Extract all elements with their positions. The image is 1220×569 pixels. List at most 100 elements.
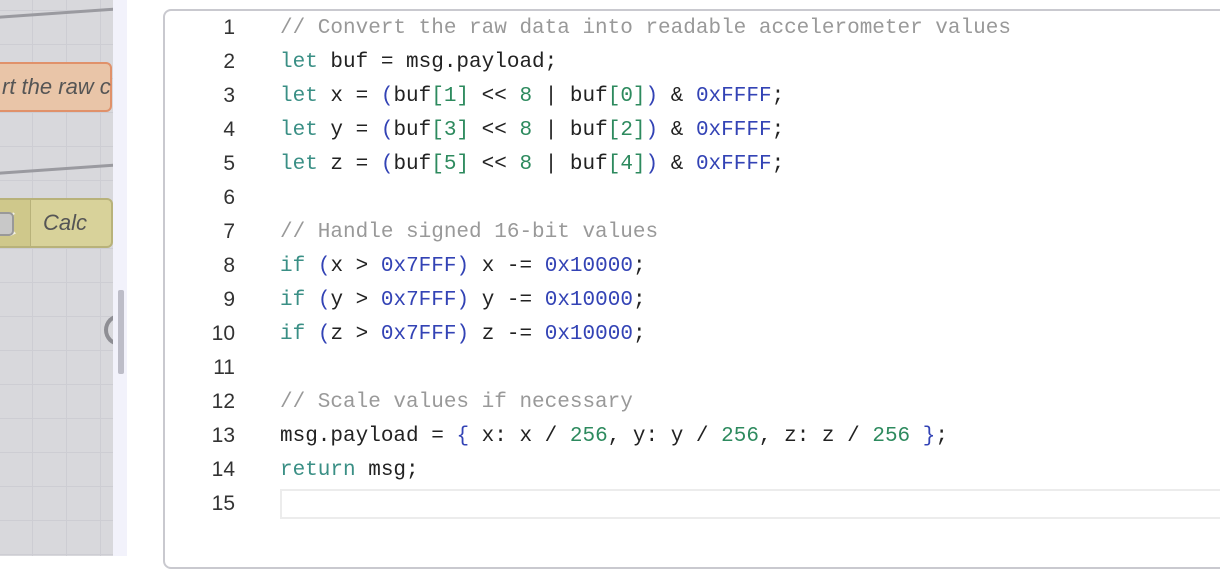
code-token-plain: buf xyxy=(393,152,432,176)
panel-divider[interactable] xyxy=(113,0,127,556)
line-number: 9 xyxy=(223,288,235,311)
line-number: 8 xyxy=(223,254,235,277)
code-token-hex: 0x7FFF xyxy=(380,254,457,278)
code-token-plain: x -= xyxy=(469,254,545,278)
code-token-kw: let xyxy=(280,50,318,74)
node-input-port[interactable] xyxy=(0,212,14,236)
code-token-kw: let xyxy=(280,152,318,176)
code-token-hex: 0x10000 xyxy=(544,254,633,278)
code-text: if (z > 0x7FFF) z -= 0x10000; xyxy=(280,323,646,346)
code-token-comment: // Convert the raw data into readable ac… xyxy=(280,16,1011,40)
flow-wire xyxy=(0,163,113,175)
code-token-num: 256 xyxy=(569,424,608,448)
code-token-num: 8 xyxy=(519,84,533,108)
line-number: 4 xyxy=(223,118,235,141)
code-token-plain: ; xyxy=(771,84,785,108)
code-text: if (x > 0x7FFF) x -= 0x10000; xyxy=(280,255,646,278)
code-text: // Convert the raw data into readable ac… xyxy=(280,17,1011,40)
code-token-plain: z = xyxy=(317,152,381,176)
code-token-plain: << xyxy=(469,118,520,142)
code-token-num: [3] xyxy=(431,118,470,142)
code-line[interactable]: 8 if (x > 0x7FFF) x -= 0x10000; xyxy=(165,249,1220,283)
code-token-plain: ; xyxy=(771,118,785,142)
node-port[interactable] xyxy=(104,314,113,346)
code-line[interactable]: 6 xyxy=(165,181,1220,215)
code-token-plain: buf = msg.payload; xyxy=(317,50,558,74)
code-token-num: 8 xyxy=(519,118,533,142)
code-token-plain: y -= xyxy=(469,288,545,312)
code-editor[interactable]: 1// Convert the raw data into readable a… xyxy=(163,9,1220,569)
code-token-num: [0] xyxy=(607,84,646,108)
code-token-plain: buf xyxy=(393,84,432,108)
code-token-paren: ) xyxy=(645,84,659,108)
code-token-paren: ( xyxy=(317,322,331,346)
code-token-paren: ( xyxy=(317,288,331,312)
line-number: 5 xyxy=(223,152,235,175)
code-token-plain: & xyxy=(658,118,696,142)
code-line[interactable]: 4 let y = (buf[3] << 8 | buf[2]) & 0xFFFF… xyxy=(165,113,1220,147)
change-node[interactable]: Calc xyxy=(0,198,113,248)
code-token-kw: if xyxy=(280,322,306,346)
code-token-plain: msg.payload = xyxy=(280,424,457,448)
code-token-plain: y = xyxy=(317,118,381,142)
code-token-plain: & xyxy=(658,152,696,176)
code-token-plain xyxy=(305,255,318,278)
code-token-kw: if xyxy=(280,288,306,312)
line-number: 12 xyxy=(211,390,235,413)
code-token-plain: x: x / xyxy=(469,424,570,448)
code-token-num: 256 xyxy=(721,424,759,448)
code-token-hex: 0xFFFF xyxy=(695,118,772,142)
code-token-hex: 0x7FFF xyxy=(380,322,457,346)
code-text: return msg; xyxy=(280,459,419,482)
code-token-plain: ; xyxy=(771,152,785,176)
line-number: 6 xyxy=(223,186,235,209)
code-text: // Handle signed 16-bit values xyxy=(280,221,658,244)
code-token-plain: | buf xyxy=(532,118,608,142)
code-line[interactable]: 7// Handle signed 16-bit values xyxy=(165,215,1220,249)
code-line[interactable]: 12 // Scale values if necessary xyxy=(165,385,1220,419)
code-token-plain: ; xyxy=(632,288,646,312)
code-token-hex: 0x7FFF xyxy=(380,288,457,312)
code-token-kw: let xyxy=(280,118,318,142)
code-line[interactable]: 1// Convert the raw data into readable a… xyxy=(165,11,1220,45)
flow-canvas[interactable]: rt the raw c Calc xyxy=(0,0,113,556)
code-token-num: [2] xyxy=(607,118,646,142)
code-token-kw: let xyxy=(280,84,318,108)
code-token-plain: y > xyxy=(330,288,381,312)
code-token-plain: , z: z / xyxy=(758,424,873,448)
code-line[interactable]: 15 xyxy=(165,487,1220,521)
code-token-plain: , y: y / xyxy=(607,424,722,448)
code-token-comment: // Handle signed 16-bit values xyxy=(280,220,659,244)
code-text: // Scale values if necessary xyxy=(280,391,633,414)
code-token-paren: ) xyxy=(456,288,470,312)
code-token-plain: | buf xyxy=(532,84,608,108)
scrollbar-thumb[interactable] xyxy=(118,290,124,374)
code-token-plain: z > xyxy=(330,322,381,346)
code-token-hex: 0xFFFF xyxy=(695,84,772,108)
code-token-num: [5] xyxy=(431,152,470,176)
code-token-paren: ( xyxy=(380,118,394,142)
code-token-paren: } xyxy=(922,424,936,448)
code-token-plain: x = xyxy=(317,84,381,108)
code-token-hex: 0x10000 xyxy=(544,322,633,346)
code-token-paren: ( xyxy=(380,84,394,108)
code-token-num: [4] xyxy=(607,152,646,176)
code-token-plain: z -= xyxy=(469,322,545,346)
code-token-num: [1] xyxy=(431,84,470,108)
code-token-paren: ) xyxy=(456,322,470,346)
code-text: let buf = msg.payload; xyxy=(280,51,557,74)
code-token-comment: // Scale values if necessary xyxy=(280,390,633,414)
code-token-plain xyxy=(910,425,923,448)
active-line-highlight xyxy=(280,489,1220,519)
comment-node[interactable]: rt the raw c xyxy=(0,62,112,112)
code-line[interactable]: 11 xyxy=(165,351,1220,385)
code-token-paren: ( xyxy=(380,152,394,176)
code-text: let y = (buf[3] << 8 | buf[2]) & 0xFFFF; xyxy=(280,119,784,142)
